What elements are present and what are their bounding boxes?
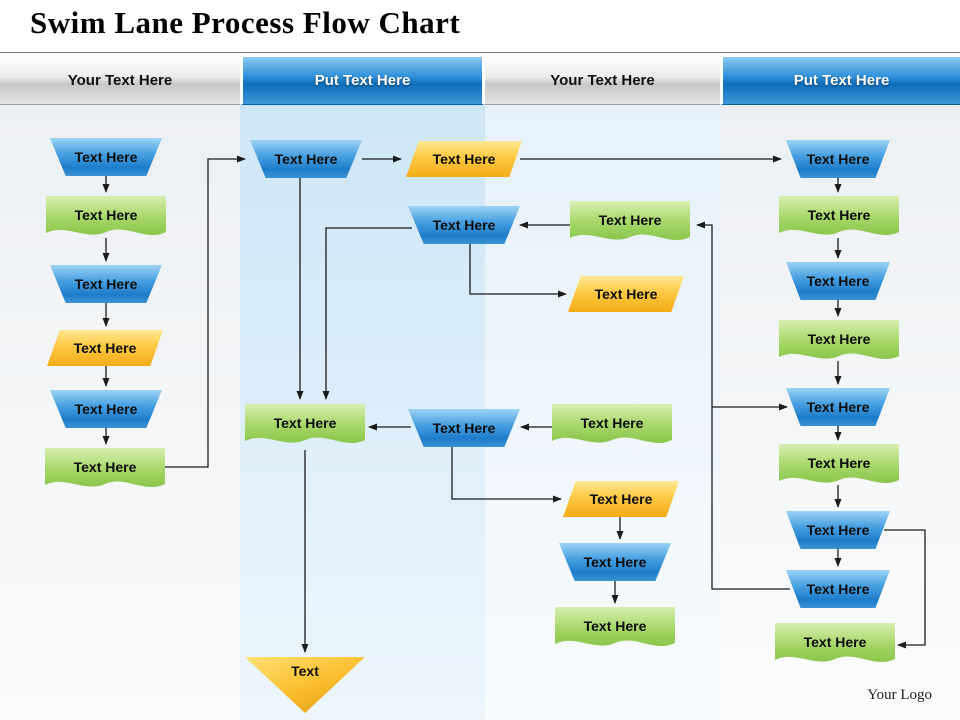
flow-node-label: Text Here [74, 276, 138, 292]
lane-header-2: Put Text Here [240, 57, 485, 105]
flow-node-label: Text Here [806, 522, 870, 538]
flow-node-trapezoid: Text Here [50, 138, 162, 176]
flow-node-trapezoid: Text Here [786, 511, 890, 549]
lane-header-4: Put Text Here [720, 57, 960, 105]
flow-node-label: Text Here [74, 401, 138, 417]
flow-node-label: Text Here [74, 207, 138, 223]
flow-node-label: Text Here [807, 207, 871, 223]
flow-node-label: Text Here [807, 455, 871, 471]
flow-node-label: Text Here [580, 415, 644, 431]
flow-node-label: Text [291, 663, 319, 679]
flow-node-label: Text Here [598, 212, 662, 228]
flow-node-trapezoid: Text Here [408, 206, 520, 244]
flow-node-parallelogram: Text Here [563, 481, 679, 517]
flow-node-trapezoid: Text Here [786, 388, 890, 426]
flow-node-trapezoid: Text Here [786, 262, 890, 300]
flow-node-parallelogram: Text Here [568, 276, 684, 312]
lane-header-label: Your Text Here [550, 72, 655, 89]
flow-node-trapezoid: Text Here [50, 390, 162, 428]
flow-node-trapezoid: Text Here [50, 265, 162, 303]
flow-node-label: Text Here [73, 459, 137, 475]
lane-header-label: Put Text Here [793, 72, 890, 89]
flow-node-label: Text Here [432, 420, 496, 436]
flow-node-parallelogram: Text Here [406, 141, 522, 177]
flow-node-label: Text Here [806, 399, 870, 415]
flow-node-trapezoid: Text Here [408, 409, 520, 447]
flow-node-label: Text Here [806, 273, 870, 289]
flow-node-label: Text Here [432, 151, 496, 167]
flow-node-trapezoid: Text Here [786, 140, 890, 178]
lane-header-label: Put Text Here [314, 72, 411, 89]
flow-node-label: Text Here [594, 286, 658, 302]
flow-node-label: Text Here [807, 331, 871, 347]
lane-header-label: Your Text Here [67, 72, 173, 89]
flow-node-trapezoid: Text Here [786, 570, 890, 608]
flow-node-label: Text Here [583, 618, 647, 634]
flow-node-label: Text Here [273, 415, 337, 431]
flow-node-label: Text Here [73, 340, 137, 356]
flow-node-parallelogram: Text Here [47, 330, 163, 366]
flow-node-label: Text Here [806, 581, 870, 597]
lane-header-3: Your Text Here [485, 57, 720, 105]
flow-node-label: Text Here [74, 149, 138, 165]
flow-node-trapezoid: Text Here [559, 543, 671, 581]
flow-node-label: Text Here [806, 151, 870, 167]
flow-node-trapezoid: Text Here [250, 140, 362, 178]
logo-text: Your Logo [867, 687, 932, 703]
flow-node-label: Text Here [583, 554, 647, 570]
page-title: Swim Lane Process Flow Chart [30, 5, 461, 40]
lane-header-1: Your Text Here [0, 57, 240, 105]
flow-node-label: Text Here [589, 491, 653, 507]
title-divider [0, 52, 960, 53]
flow-node-label: Text Here [274, 151, 338, 167]
flow-node-label: Text Here [432, 217, 496, 233]
flow-node-label: Text Here [803, 634, 867, 650]
